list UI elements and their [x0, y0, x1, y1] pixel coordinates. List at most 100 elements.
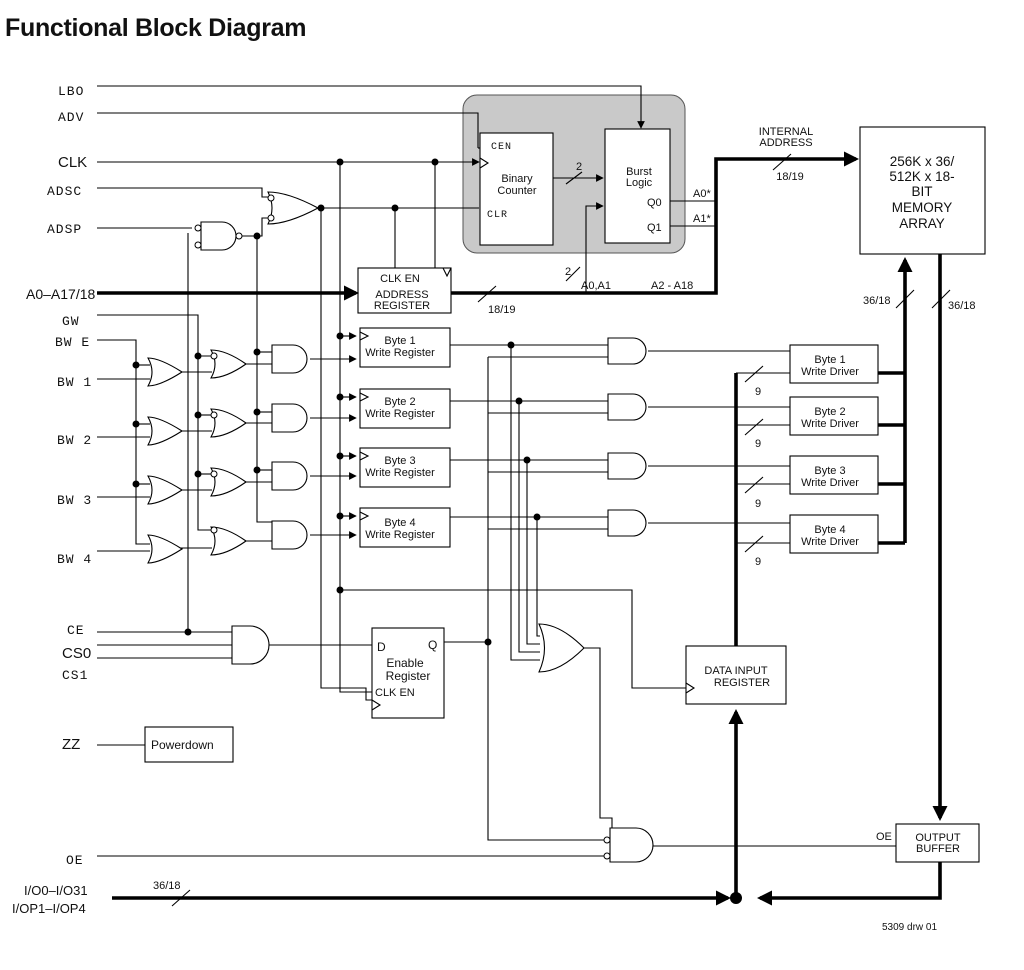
- memory-data-width-right: 36/18: [948, 300, 976, 312]
- write-register-2: Byte 2 Write Register: [359, 388, 451, 429]
- burst-logic-block: [604, 128, 671, 244]
- write-drv-3-line2: Write Driver: [801, 477, 859, 489]
- internal-address-label-1: INTERNAL: [759, 126, 813, 138]
- counter-cen-label: CEN: [491, 142, 512, 153]
- pin-io-parity: I/OP1–I/OP4: [12, 901, 86, 916]
- counter-name-2: Counter: [497, 185, 536, 197]
- write-register-4: Byte 4 Write Register: [359, 507, 451, 548]
- burst-name-2: Logic: [626, 177, 653, 189]
- data-in-name-1: DATA INPUT: [704, 665, 767, 677]
- write-reg-4-line2: Write Register: [365, 529, 435, 541]
- memory-line-3: BIT: [911, 184, 932, 199]
- pin-cs1: CS1: [62, 668, 88, 683]
- pin-clk: CLK: [58, 154, 87, 171]
- junctions: [132, 158, 742, 904]
- memory-line-5: ARRAY: [899, 216, 945, 231]
- write-driver-2: Byte 2 Write Driver: [789, 396, 879, 436]
- pin-lbo: LBO: [58, 84, 84, 99]
- write-drv-3-line1: Byte 3: [814, 465, 845, 477]
- logic-gates: [147, 191, 654, 863]
- binary-counter-block: [479, 132, 554, 246]
- memory-line-1: 256K x 36/: [890, 154, 955, 169]
- burst-q0-label: Q0: [647, 197, 662, 209]
- pin-zz: ZZ: [62, 736, 80, 753]
- pin-bwe: BW E: [55, 335, 90, 350]
- a2-a18-label: A2 - A18: [651, 280, 693, 292]
- write-reg-2-line2: Write Register: [365, 408, 435, 420]
- pin-ce: CE: [67, 623, 85, 638]
- driver-2-width: 9: [755, 438, 761, 450]
- burst-q1-label: Q1: [647, 222, 662, 234]
- addr-reg-clken: CLK EN: [380, 273, 420, 285]
- internal-address-label-2: ADDRESS: [759, 137, 812, 149]
- addr-reg-name-1: ADDRESS: [375, 289, 428, 301]
- data-in-name-2: REGISTER: [714, 677, 770, 689]
- pin-adv: ADV: [58, 110, 84, 125]
- write-drv-4-line1: Byte 4: [814, 524, 845, 536]
- data-input-register-block: [685, 645, 787, 705]
- write-reg-1-line1: Byte 1: [384, 335, 415, 347]
- counter-clr-label: CLR: [487, 210, 508, 221]
- write-reg-3-line2: Write Register: [365, 467, 435, 479]
- driver-4-width: 9: [755, 556, 761, 568]
- burst-name-1: Burst: [626, 166, 652, 178]
- memory-line-4: MEMORY: [892, 200, 953, 215]
- counter-name-1: Binary: [501, 173, 533, 185]
- write-driver-3: Byte 3 Write Driver: [789, 455, 879, 495]
- address-register-block: [357, 267, 452, 314]
- pin-bw4: BW 4: [57, 552, 92, 567]
- drawing-id: 5309 drw 01: [882, 922, 937, 933]
- enable-name-2: Register: [386, 669, 431, 683]
- a0a1-label: A0,A1: [581, 280, 611, 292]
- pin-adsp: ADSP: [47, 222, 82, 237]
- write-reg-4-line1: Byte 4: [384, 517, 415, 529]
- memory-data-width-left: 36/18: [863, 295, 891, 307]
- enable-q-label: Q: [428, 638, 437, 652]
- write-drv-1-line2: Write Driver: [801, 366, 859, 378]
- pin-oe: OE: [66, 853, 84, 868]
- pin-io-data: I/O0–I/O31: [24, 883, 88, 898]
- write-drv-1-line1: Byte 1: [814, 354, 845, 366]
- enable-d-label: D: [377, 640, 386, 654]
- bus-width-marks: [171, 153, 951, 907]
- write-register-1: Byte 1 Write Register: [359, 327, 451, 368]
- write-register-3: Byte 3 Write Register: [359, 447, 451, 488]
- wires: [97, 85, 948, 906]
- write-driver-1: Byte 1 Write Driver: [789, 344, 879, 384]
- a0-star-label: A0*: [693, 188, 711, 200]
- enable-name-1: Enable: [386, 656, 424, 670]
- pin-adsc: ADSC: [47, 184, 82, 199]
- write-reg-2-line1: Byte 2: [384, 396, 415, 408]
- internal-address-width: 18/19: [776, 171, 804, 183]
- pin-bw1: BW 1: [57, 375, 92, 390]
- pin-cs0: CS0: [62, 645, 91, 662]
- pin-bw2: BW 2: [57, 433, 92, 448]
- io-bus-width: 36/18: [153, 880, 181, 892]
- write-drv-4-line2: Write Driver: [801, 536, 859, 548]
- write-reg-1-line2: Write Register: [365, 347, 435, 359]
- driver-3-width: 9: [755, 498, 761, 510]
- pin-bw3: BW 3: [57, 493, 92, 508]
- pin-gw: GW: [62, 314, 80, 329]
- enable-register-block: [371, 627, 445, 719]
- powerdown-block: [144, 726, 234, 763]
- outbuf-name-1: OUTPUT: [915, 832, 961, 844]
- outbuf-oe-label: OE: [876, 831, 892, 843]
- counter-bus-width: 2: [576, 161, 582, 173]
- enable-clken-label: CLK EN: [375, 687, 415, 699]
- write-driver-4: Byte 4 Write Driver: [789, 514, 879, 554]
- addr-reg-name-2: REGISTER: [374, 300, 430, 312]
- write-drv-2-line1: Byte 2: [814, 406, 845, 418]
- pin-address: A0–A17/18: [26, 286, 95, 302]
- diagram-title: Functional Block Diagram: [5, 14, 307, 42]
- a0a1-bus-width: 2: [565, 266, 571, 278]
- output-buffer-block: [895, 823, 980, 863]
- driver-1-width: 9: [755, 386, 761, 398]
- a1-star-label: A1*: [693, 213, 711, 225]
- powerdown-label: Powerdown: [151, 738, 214, 752]
- memory-line-2: 512K x 18-: [889, 169, 954, 184]
- write-reg-3-line1: Byte 3: [384, 455, 415, 467]
- outbuf-name-2: BUFFER: [916, 843, 960, 855]
- write-drv-2-line2: Write Driver: [801, 418, 859, 430]
